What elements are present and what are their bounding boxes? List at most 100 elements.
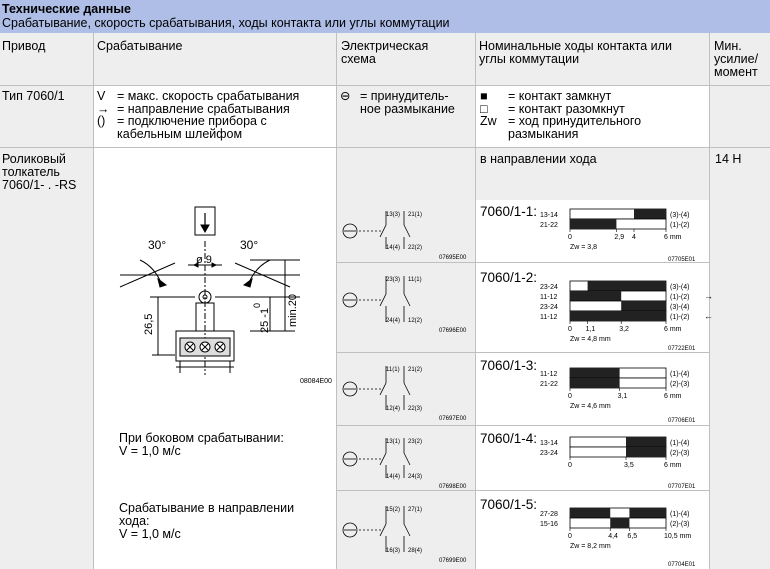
pin-label: 11(1) <box>386 367 400 373</box>
roller-plunger-drawing: 30° 30° ø 9 26,5 25 -1 0 min.20 08084E00 <box>119 206 332 385</box>
variant-name: 7060/1-1: <box>480 204 538 219</box>
angle-right: 30° <box>240 238 258 252</box>
pin-label: 28(4) <box>408 548 422 554</box>
col-travel: Номинальные ходы контакта или углы комму… <box>479 39 672 66</box>
zw-label: Zw = 8,2 mm <box>570 543 611 550</box>
dim-c: min.20 <box>287 294 299 327</box>
row-label: 23-24 <box>540 450 558 457</box>
row-pins: (2)-(3) <box>670 521 689 528</box>
row-label: 23-24 <box>540 284 558 291</box>
row-pins: (1)-(4) <box>670 440 689 447</box>
forced-opening-icon <box>342 292 358 308</box>
tick-label: 3,5 <box>624 462 634 469</box>
row-label: 21-22 <box>540 222 558 229</box>
schema-column-bg <box>336 33 475 569</box>
dim-b-sup: 0 <box>252 303 262 308</box>
open-square-icon: □ <box>480 101 488 116</box>
tick-label: 0 <box>568 533 572 540</box>
row-pins: (2)-(3) <box>670 450 689 457</box>
contact-blade <box>403 382 411 396</box>
row-label: 11-12 <box>540 314 557 321</box>
tick-label: 6 mm <box>664 326 682 333</box>
arrow-right-icon: → <box>704 291 713 301</box>
note-side-value: V = 1,0 м/с <box>119 444 181 458</box>
row-pins: (3)-(4) <box>670 212 689 219</box>
row-pins: (1)-(4) <box>670 511 689 518</box>
closed-segment <box>634 209 666 219</box>
col-schema: Электрическая схема <box>341 39 429 66</box>
tick-label: 6 mm <box>664 462 682 469</box>
legend-sym: () <box>97 114 106 128</box>
vrule-4 <box>709 33 710 569</box>
tick-label: 3,2 <box>619 326 629 333</box>
legend-text: = контакт замкнут <box>508 89 612 103</box>
rule-1 <box>0 85 770 86</box>
row-label: 21-22 <box>540 381 558 388</box>
closed-segment <box>570 291 622 301</box>
tick-label: 0 <box>568 326 572 333</box>
forced-opening-icon <box>342 451 358 467</box>
pin-label: 12(4) <box>386 406 400 412</box>
circuit-diagram: 23(3)11(1)24(4)12(2)07696E00 <box>342 276 467 334</box>
tick-label: 0 <box>568 234 572 241</box>
schema-code: 07695E00 <box>439 255 467 261</box>
header-subtitle: Срабатывание, скорость срабатывания, ход… <box>2 16 450 30</box>
pin-label: 23(3) <box>386 277 400 283</box>
pin-label: 22(3) <box>408 406 422 412</box>
row-pins: (1)-(2) <box>670 314 689 321</box>
closed-segment <box>610 518 630 528</box>
row-label: 11-12 <box>540 294 557 301</box>
closed-segment <box>626 447 666 457</box>
rule-v4 <box>336 490 709 491</box>
legend-text: = подключение прибора с кабельным шлейфо… <box>117 114 267 141</box>
forced-opening-icon: ⊖ <box>340 89 351 103</box>
schema-code: 07696E00 <box>439 328 467 334</box>
note-dir-value: V = 1,0 м/с <box>119 527 181 541</box>
tick-label: 10,5 mm <box>664 533 691 540</box>
tick-label: 6 mm <box>664 234 682 241</box>
note-side-title: При боковом срабатывании: <box>119 431 284 445</box>
rule-2 <box>0 147 770 148</box>
pin-label: 21(1) <box>408 212 422 218</box>
dim-b: 25 -1 <box>259 308 271 333</box>
vrule-1 <box>93 33 94 569</box>
closed-segment <box>587 281 666 291</box>
graph-code: 07704E01 <box>668 562 696 568</box>
dim-a: 26,5 <box>143 314 155 335</box>
row-label: 13-14 <box>540 212 558 219</box>
contact-blade <box>403 523 411 537</box>
tick-label: 0 <box>568 462 572 469</box>
arrow-left-icon: ← <box>704 311 713 321</box>
actuation-legend: V= макс. скорость срабатывания →= направ… <box>97 90 332 140</box>
circuit-diagram: 13(1)23(2)14(4)24(3)07698E00 <box>342 438 467 490</box>
diameter-label: ø 9 <box>196 254 212 266</box>
closed-segment <box>570 378 620 388</box>
contact-blade <box>403 293 411 307</box>
row-label: 13-14 <box>540 440 558 447</box>
force-column-bg <box>709 33 770 569</box>
pin-label: 11(1) <box>408 277 422 283</box>
closed-segment <box>570 219 617 229</box>
circuit-diagram: 11(1)21(2)12(4)22(3)07697E00 <box>342 366 467 422</box>
closed-segment <box>626 437 666 447</box>
header-title: Технические данные <box>2 2 131 16</box>
type-label: Тип 7060/1 <box>2 89 65 103</box>
graph-code: 07705E01 <box>668 257 696 263</box>
variant-name: 7060/1-4: <box>480 431 538 446</box>
pin-label: 14(4) <box>386 245 400 251</box>
vrule-3 <box>475 33 476 569</box>
tick-label: 4 <box>632 234 636 241</box>
row-pins: (3)-(4) <box>670 304 689 311</box>
note-dir-title: Срабатывание в направлении хода: <box>119 501 295 528</box>
zw-label: Zw = 3,8 <box>570 244 597 251</box>
graph-code: 07706E01 <box>668 418 696 424</box>
closed-segment <box>621 301 666 311</box>
circuit-diagram: 13(3)21(1)14(4)22(2)07695E00 <box>342 211 467 261</box>
row-label: 11-12 <box>540 371 557 378</box>
contact-blade <box>403 452 411 466</box>
legend-sym: V <box>97 89 106 103</box>
rule-v2 <box>336 352 709 353</box>
